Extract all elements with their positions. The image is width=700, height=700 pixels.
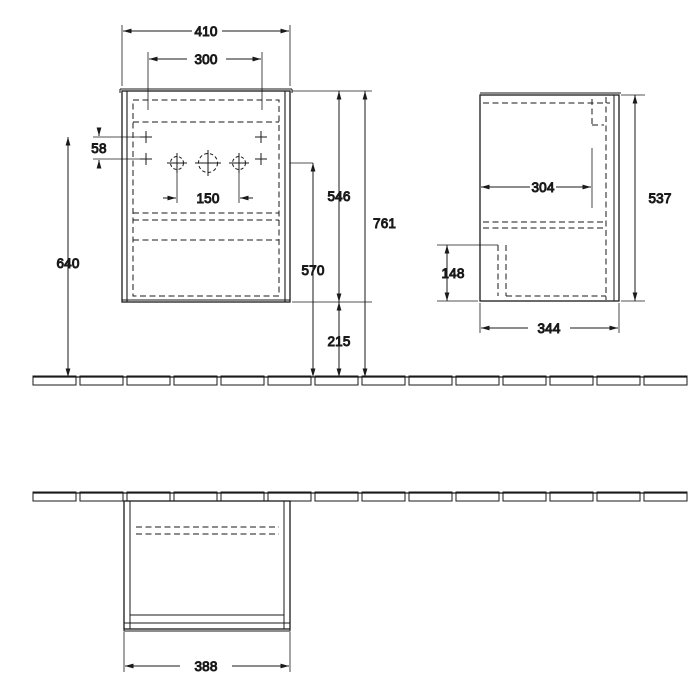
waste-hole-center <box>195 150 221 176</box>
dim-388: 388 <box>123 632 291 675</box>
plan-view: 388 <box>123 500 291 675</box>
side-hidden-lines <box>483 97 610 300</box>
side-elevation-view: 304 537 148 344 <box>437 92 672 337</box>
dim-570: 570 <box>290 162 325 377</box>
front-hanger-marks <box>140 131 267 165</box>
front-body-outline <box>119 88 293 303</box>
dim-640-label: 640 <box>56 256 79 271</box>
dim-304: 304 <box>481 148 593 208</box>
dim-761-label: 761 <box>373 216 396 231</box>
hanger-mark-top-right <box>255 131 267 143</box>
dim-148-label: 148 <box>441 266 464 281</box>
dim-410-label: 410 <box>194 24 217 39</box>
front-hidden-carcass <box>132 99 280 297</box>
front-tap-holes <box>167 150 249 176</box>
dim-300-label: 300 <box>194 52 217 67</box>
dim-410: 410 <box>121 24 291 86</box>
dim-58: 58 <box>91 127 146 169</box>
tap-hole-left <box>167 153 187 173</box>
dim-388-label: 388 <box>194 659 217 674</box>
dim-344-label: 344 <box>537 321 560 336</box>
side-body-outline <box>479 92 621 302</box>
floor-line-upper <box>32 375 688 386</box>
dim-58-label: 58 <box>91 141 106 156</box>
plan-hidden-lines <box>136 526 279 535</box>
dim-150-label: 150 <box>196 191 219 206</box>
floor-line-lower <box>32 491 688 502</box>
dim-546-label: 546 <box>327 189 350 204</box>
front-elevation-view: 410 300 150 58 640 <box>56 24 396 377</box>
dim-640: 640 <box>56 137 80 377</box>
dim-148: 148 <box>437 244 498 302</box>
dim-546-215: 546 215 <box>292 90 372 377</box>
dim-344: 344 <box>479 303 620 337</box>
dim-300: 300 <box>147 52 263 110</box>
plan-body-outline <box>123 500 291 632</box>
dim-537: 537 <box>621 94 672 302</box>
dim-304-label: 304 <box>531 180 554 195</box>
dim-215-label: 215 <box>327 334 350 349</box>
dim-150: 150 <box>163 170 253 207</box>
tap-hole-right <box>229 153 249 173</box>
dim-537-label: 537 <box>648 191 671 206</box>
hanger-mark-bottom-right <box>255 153 267 165</box>
dim-570-label: 570 <box>301 263 324 278</box>
dim-761: 761 <box>362 91 396 377</box>
